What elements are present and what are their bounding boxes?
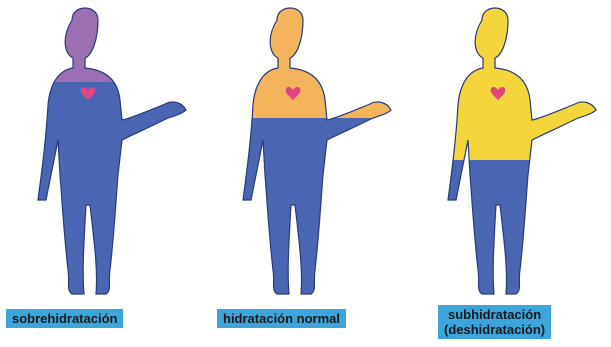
lower-fill — [0, 82, 200, 300]
label-line: subhidratación — [444, 307, 545, 322]
figure-overhydration: sobrehidratación — [0, 0, 200, 300]
label-line: (deshidratación) — [444, 322, 545, 337]
lower-fill — [410, 160, 610, 300]
upper-fill — [410, 0, 610, 160]
lower-fill — [205, 118, 405, 300]
body-silhouette-dehydration — [410, 0, 610, 300]
upper-fill — [205, 0, 405, 118]
upper-fill — [0, 0, 200, 82]
label-overhydration: sobrehidratación — [6, 309, 123, 328]
body-silhouette-overhydration — [0, 0, 200, 300]
body-silhouette-normal — [205, 0, 405, 300]
label-line: sobrehidratación — [12, 311, 117, 326]
label-dehydration: subhidratación (deshidratación) — [438, 305, 551, 339]
figure-normal-hydration: hidratación normal — [205, 0, 405, 300]
label-line: hidratación normal — [223, 311, 340, 326]
label-normal-hydration: hidratación normal — [217, 309, 346, 328]
figure-dehydration: subhidratación (deshidratación) — [410, 0, 610, 300]
